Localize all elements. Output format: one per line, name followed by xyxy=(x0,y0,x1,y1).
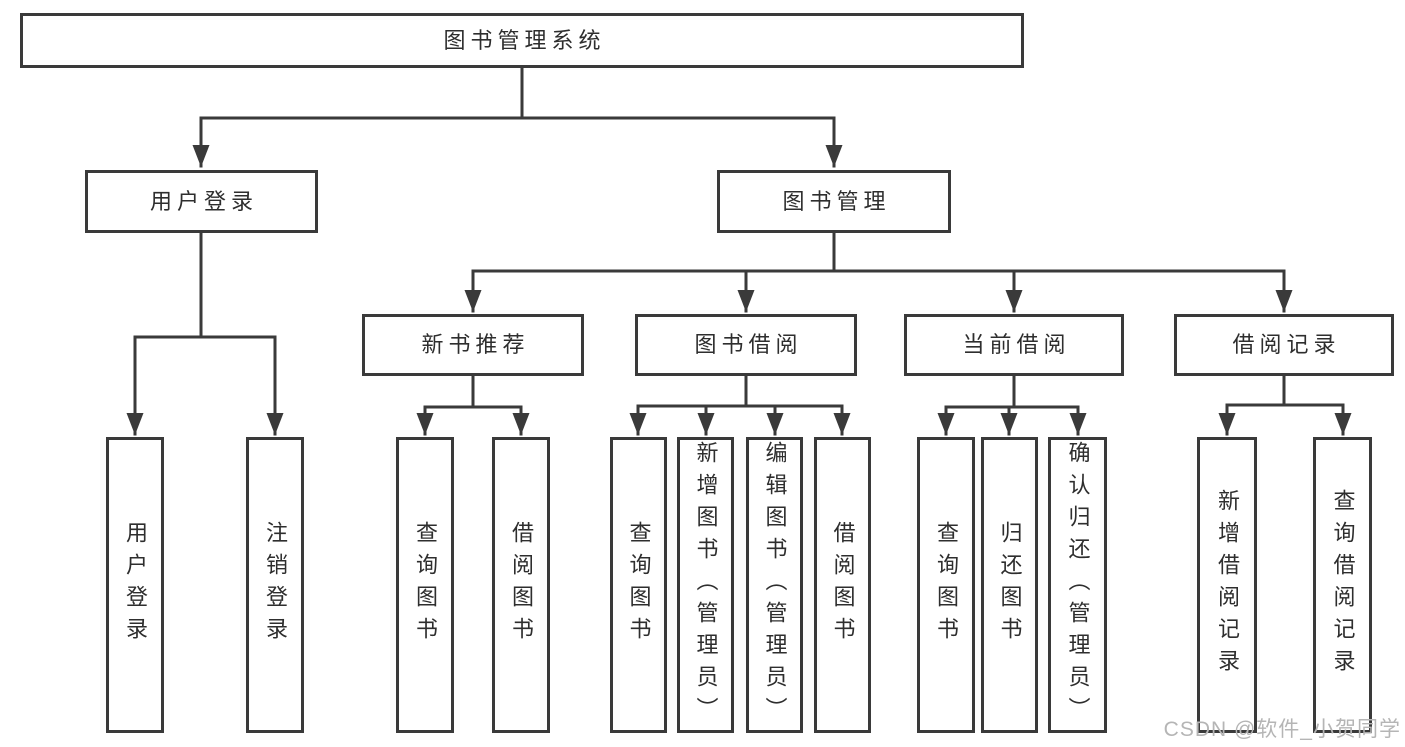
csdn-watermark: CSDN @软件_小贺同学 xyxy=(1163,718,1401,741)
leaf-borrow-books-label: 借阅图书 xyxy=(830,521,856,649)
node-new-book-recommend-label: 新书推荐 xyxy=(421,332,530,357)
leaf-edit-books-admin-label: 编辑图书（管理员） xyxy=(762,441,788,729)
leaf-logout-label: 注销登录 xyxy=(263,521,288,649)
leaf-add-borrow-record: 新增借阅记录 xyxy=(1197,437,1257,733)
node-user-login-label: 用户登录 xyxy=(149,188,258,214)
leaf-edit-books-admin: 编辑图书（管理员） xyxy=(746,437,803,733)
leaf-query-borrow-record-label: 查询借阅记录 xyxy=(1330,489,1356,681)
leaf-return-books: 归还图书 xyxy=(981,437,1038,733)
leaf-query-books-current-label: 查询图书 xyxy=(934,521,959,649)
leaf-logout: 注销登录 xyxy=(246,437,304,733)
node-book-borrowing: 图书借阅 xyxy=(635,314,857,376)
node-current-borrowing-label: 当前借阅 xyxy=(962,332,1071,357)
node-book-management: 图书管理 xyxy=(717,170,951,233)
leaf-query-books-borrow: 查询图书 xyxy=(610,437,667,733)
leaf-add-books-admin: 新增图书（管理员） xyxy=(677,437,734,733)
leaf-query-books-recommend: 查询图书 xyxy=(396,437,454,733)
leaf-borrow-books: 借阅图书 xyxy=(814,437,871,733)
node-new-book-recommend: 新书推荐 xyxy=(362,314,584,376)
leaf-query-borrow-record: 查询借阅记录 xyxy=(1313,437,1372,733)
node-borrowing-records: 借阅记录 xyxy=(1174,314,1394,376)
leaf-user-login: 用户登录 xyxy=(106,437,164,733)
node-book-borrowing-label: 图书借阅 xyxy=(694,332,803,357)
leaf-borrow-books-recommend-label: 借阅图书 xyxy=(509,521,534,649)
leaf-borrow-books-recommend: 借阅图书 xyxy=(492,437,550,733)
node-user-login: 用户登录 xyxy=(85,170,318,233)
leaf-query-books-recommend-label: 查询图书 xyxy=(413,521,438,649)
node-root-system-label: 图书管理系统 xyxy=(443,27,606,53)
leaf-add-borrow-record-label: 新增借阅记录 xyxy=(1215,489,1240,681)
leaf-return-books-label: 归还图书 xyxy=(997,521,1023,649)
node-root-system: 图书管理系统 xyxy=(20,13,1024,68)
node-borrowing-records-label: 借阅记录 xyxy=(1232,332,1341,357)
leaf-confirm-return-admin: 确认归还（管理员） xyxy=(1048,437,1107,733)
node-current-borrowing: 当前借阅 xyxy=(904,314,1124,376)
node-book-management-label: 图书管理 xyxy=(782,188,891,214)
leaf-query-books-borrow-label: 查询图书 xyxy=(626,521,652,649)
leaf-confirm-return-admin-label: 确认归还（管理员） xyxy=(1065,441,1091,729)
leaf-query-books-current: 查询图书 xyxy=(917,437,975,733)
leaf-add-books-admin-label: 新增图书（管理员） xyxy=(693,441,719,729)
leaf-user-login-label: 用户登录 xyxy=(123,521,148,649)
